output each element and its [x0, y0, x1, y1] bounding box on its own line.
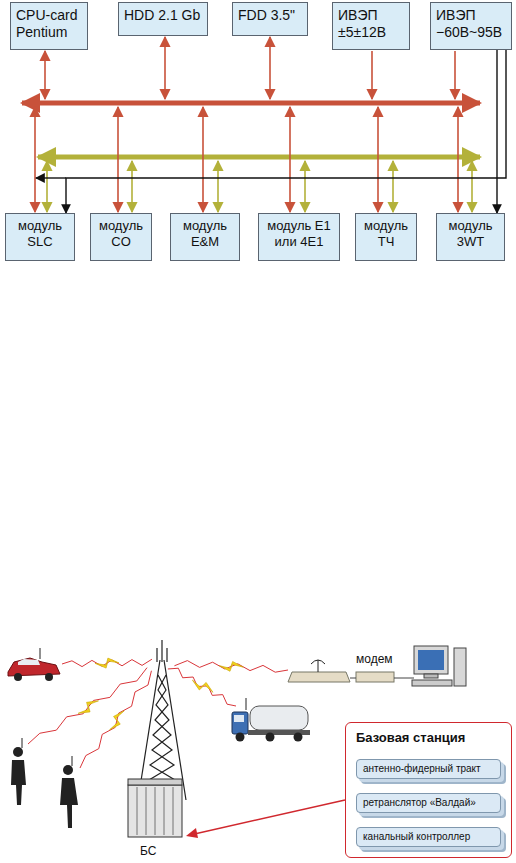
bus-stub	[289, 107, 291, 212]
module-box: модуль CO	[90, 213, 152, 261]
module-box: модуль E&M	[170, 213, 240, 261]
base-station-cabinet	[128, 779, 182, 837]
bus-stub	[269, 37, 271, 99]
computer	[412, 646, 466, 686]
hardware-box: CPU-card Pentium	[10, 2, 88, 50]
person	[11, 738, 26, 805]
power-connector	[496, 50, 497, 213]
person	[60, 756, 78, 828]
lightning-symbol	[192, 680, 213, 692]
bus-stub	[34, 107, 36, 212]
power-line	[36, 177, 66, 178]
box-label: антенно-фидерный тракт	[363, 763, 494, 775]
box-label: модуль ТЧ	[360, 218, 412, 250]
hardware-box: ИВЭП ±5±12В	[332, 2, 410, 50]
unit-bar: ретранслятор «Валдай»	[356, 793, 501, 813]
radio-modem	[288, 660, 414, 682]
box-label: CPU-card Pentium	[16, 7, 82, 41]
bus-stub	[457, 107, 459, 212]
module-box: модуль E1 или 4E1	[258, 213, 340, 261]
box-label: ИВЭП −60В~95В	[436, 7, 506, 41]
radio-wave	[28, 668, 147, 744]
bus-stub	[454, 51, 456, 99]
box-label: FDD 3.5"	[238, 7, 302, 24]
bus-stub	[304, 161, 306, 212]
box-label: канальный контроллер	[363, 831, 494, 843]
bus-stub	[377, 107, 379, 212]
hardware-box: ИВЭП −60В~95В	[430, 2, 512, 50]
lightning-symbol	[219, 661, 243, 671]
text-label: БС	[140, 844, 156, 858]
lightning-symbol	[110, 711, 125, 730]
radio-links	[28, 658, 288, 768]
box-label: модуль 3WT	[441, 218, 500, 250]
lightning-symbol	[95, 658, 119, 668]
bus-stub	[117, 107, 119, 212]
bus-line	[38, 155, 480, 160]
bus-stub	[371, 51, 373, 99]
bus-stub	[217, 161, 219, 212]
hardware-box: HDD 2.1 Gb	[118, 2, 208, 36]
hardware-box: FDD 3.5"	[232, 2, 308, 36]
radio-wave	[80, 671, 151, 768]
station-panel: Базовая станция антенно-фидерный тракт рет…	[345, 722, 512, 858]
car	[8, 648, 60, 681]
text-label: модем	[356, 652, 393, 666]
bus-stub	[131, 161, 133, 212]
box-label: HDD 2.1 Gb	[124, 7, 202, 24]
box-label: модуль E1 или 4E1	[263, 218, 335, 250]
bus-stub	[46, 161, 48, 212]
unit-bar: канальный контроллер	[356, 827, 501, 847]
module-box: модуль ТЧ	[355, 213, 417, 261]
unit-bar: антенно-фидерный тракт	[356, 759, 501, 779]
truck	[232, 698, 310, 742]
panel-heading: Базовая станция	[346, 723, 511, 752]
bus-stub	[392, 161, 394, 212]
box-label: модуль SLC	[10, 218, 70, 250]
radio-wave	[174, 661, 288, 673]
bus-stub	[202, 107, 204, 212]
pointer-arrow	[190, 800, 345, 835]
bus-stub	[471, 161, 473, 212]
box-label: модуль CO	[95, 218, 147, 250]
box-label: ИВЭП ±5±12В	[338, 7, 404, 41]
box-label: ретранслятор «Валдай»	[363, 797, 494, 809]
box-label: модуль E&M	[175, 218, 235, 250]
radio-wave	[168, 668, 236, 706]
module-box: модуль SLC	[5, 213, 75, 261]
module-box: модуль 3WT	[436, 213, 505, 261]
bus-stub	[44, 51, 46, 99]
bus-stub	[164, 37, 166, 99]
bus-line	[22, 101, 480, 106]
pointer-arrowhead	[186, 828, 198, 838]
power-connector	[66, 50, 506, 213]
lightning-symbol	[78, 701, 98, 714]
